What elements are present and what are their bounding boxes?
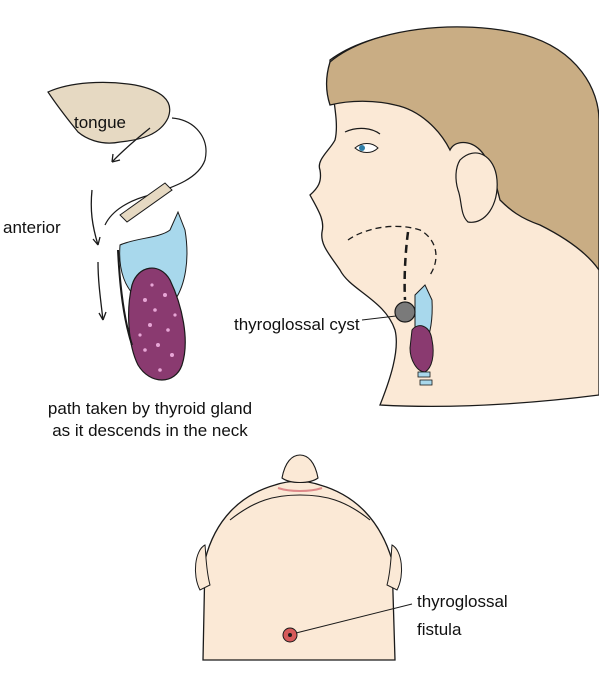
fistula-label-line2: fistula xyxy=(417,620,461,640)
anterior-label: anterior xyxy=(3,218,61,238)
tongue-label: tongue xyxy=(74,113,126,133)
hyoid-bone xyxy=(120,183,172,222)
descent-path-diagram xyxy=(48,82,206,380)
cyst-label: thyroglossal cyst xyxy=(234,315,360,335)
neck-skin-bottom xyxy=(203,481,395,660)
profile-head xyxy=(310,27,599,406)
iris xyxy=(359,145,365,151)
thyroglossal-cyst xyxy=(395,302,415,322)
fistula-center xyxy=(288,633,292,637)
nose-bottom xyxy=(282,455,318,483)
fistula-label-line1: thyroglossal xyxy=(417,592,508,612)
chin-up-view xyxy=(195,455,401,660)
caption-line1: path taken by thyroid gland xyxy=(20,398,280,420)
caption-line2: as it descends in the neck xyxy=(20,420,280,442)
